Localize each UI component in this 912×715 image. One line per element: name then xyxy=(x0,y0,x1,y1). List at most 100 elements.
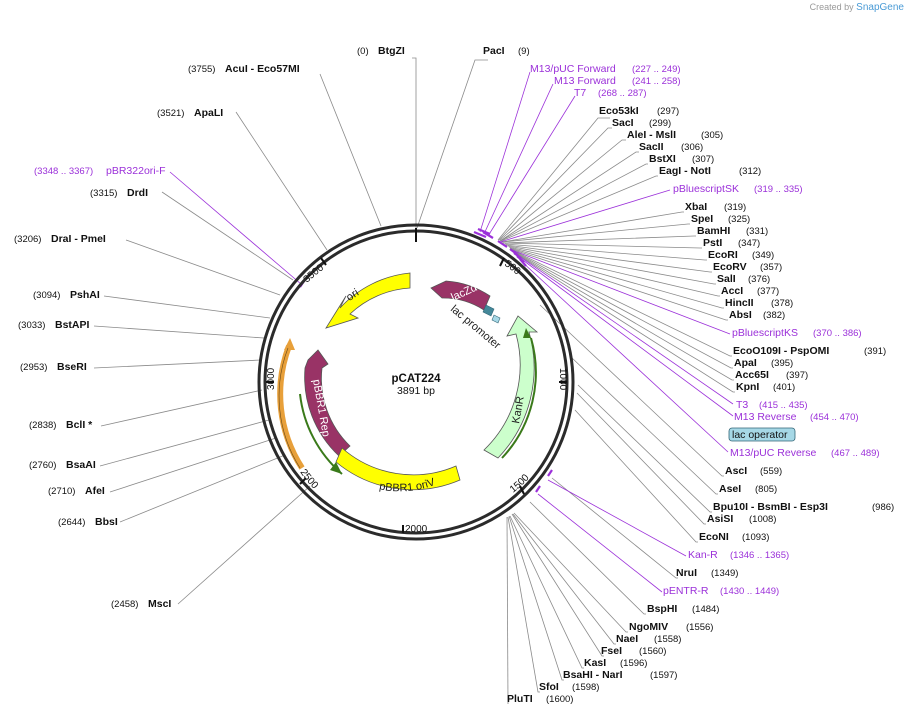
primer-pbr322ori-f: pBR322ori-F xyxy=(106,165,166,177)
tick-label-3000: 3000 xyxy=(266,367,277,390)
primer-m13puc-forward: M13/pUC Forward xyxy=(530,63,616,75)
svg-text:(401): (401) xyxy=(773,382,795,393)
site-sali: SalI xyxy=(717,273,736,285)
primer-pentr-r: pENTR-R xyxy=(663,585,709,597)
site-nrui: NruI xyxy=(676,567,697,579)
svg-text:(1430 .. 1449): (1430 .. 1449) xyxy=(720,586,779,597)
svg-text:(319 .. 335): (319 .. 335) xyxy=(754,184,803,195)
svg-text:(2953): (2953) xyxy=(20,362,47,373)
site-bamhi: BamHI xyxy=(697,225,730,237)
svg-text:(227 .. 249): (227 .. 249) xyxy=(632,64,681,75)
site-kasi: KasI xyxy=(584,657,606,669)
site-ecorv: EcoRV xyxy=(713,261,747,273)
svg-text:(1484): (1484) xyxy=(692,604,719,615)
svg-text:(312): (312) xyxy=(739,166,761,177)
site-ecoo109i-psppomi: EcoO109I - PspOMI xyxy=(733,345,829,357)
primer-pbluescriptsk: pBluescriptSK xyxy=(673,183,739,195)
site-sfoi: SfoI xyxy=(539,681,559,693)
site-afei: AfeI xyxy=(85,485,105,497)
snapgene-credit: Created by SnapGene xyxy=(810,2,904,13)
site-drdi: DrdI xyxy=(127,187,148,199)
site-apai: ApaI xyxy=(734,357,757,369)
site-bsaai: BsaAI xyxy=(66,459,96,471)
site-alei-msli: AleI - MslI xyxy=(627,129,676,141)
site-bseri: BseRI xyxy=(57,361,87,373)
feature-kanr-label: KanR xyxy=(510,395,527,424)
svg-text:(454 .. 470): (454 .. 470) xyxy=(810,412,859,423)
svg-text:(305): (305) xyxy=(701,130,723,141)
site-bcli: BclI * xyxy=(66,419,93,431)
site-bbsi: BbsI xyxy=(95,516,118,528)
svg-text:(3521): (3521) xyxy=(157,108,184,119)
svg-text:(1596): (1596) xyxy=(620,658,647,669)
svg-text:(370 .. 386): (370 .. 386) xyxy=(813,328,862,339)
svg-text:(378): (378) xyxy=(771,298,793,309)
primer-m13puc-reverse: M13/pUC Reverse xyxy=(730,447,817,459)
svg-text:(3094): (3094) xyxy=(33,290,60,301)
svg-text:(325): (325) xyxy=(728,214,750,225)
svg-text:(382): (382) xyxy=(763,310,785,321)
svg-text:(268 .. 287): (268 .. 287) xyxy=(598,88,647,99)
tick-label-2000: 2000 xyxy=(405,524,428,535)
feature-pbbr1rep-arrow xyxy=(304,349,351,457)
svg-text:(3755): (3755) xyxy=(188,64,215,75)
svg-text:(3206): (3206) xyxy=(14,234,41,245)
lac-operator-badge xyxy=(728,427,796,442)
svg-text:(297): (297) xyxy=(657,106,679,117)
feature-lacza-arrow xyxy=(430,280,491,311)
svg-text:(1600): (1600) xyxy=(546,694,573,705)
svg-text:(331): (331) xyxy=(746,226,768,237)
svg-text:(1556): (1556) xyxy=(686,622,713,633)
svg-text:(2644): (2644) xyxy=(58,517,85,528)
site-psti: PstI xyxy=(703,237,722,249)
site-saci: SacI xyxy=(612,117,634,129)
feature-kanr-arrow xyxy=(483,315,539,459)
feature-lac-operator-mark xyxy=(491,314,501,324)
primer-t3: T3 xyxy=(736,399,748,411)
site-btgzi: BtgZI xyxy=(378,45,405,57)
svg-text:(2458): (2458) xyxy=(111,599,138,610)
site-spei: SpeI xyxy=(691,213,713,225)
site-apali: ApaLI xyxy=(194,107,223,119)
site-xbai: XbaI xyxy=(685,201,707,213)
site-ecori: EcoRI xyxy=(708,249,738,261)
site-acui-eco57mi: AcuI - Eco57MI xyxy=(225,63,300,75)
svg-text:(1008): (1008) xyxy=(749,514,776,525)
svg-text:(1558): (1558) xyxy=(654,634,681,645)
left-leaders xyxy=(93,57,417,605)
svg-text:(1598): (1598) xyxy=(572,682,599,693)
feature-lac-promoter xyxy=(482,304,495,317)
svg-text:(357): (357) xyxy=(760,262,782,273)
plasmid-title: pCAT224 3891 bp xyxy=(392,373,442,397)
site-hincii: HincII xyxy=(725,297,754,309)
site-acci: AccI xyxy=(721,285,743,297)
site-asei: AseI xyxy=(719,483,741,495)
svg-text:(319): (319) xyxy=(724,202,746,213)
svg-text:(415 .. 435): (415 .. 435) xyxy=(759,400,808,411)
svg-text:(376): (376) xyxy=(748,274,770,285)
svg-text:(986): (986) xyxy=(872,502,894,513)
svg-text:(391): (391) xyxy=(864,346,886,357)
site-econi: EcoNI xyxy=(699,531,729,543)
primer-t7: T7 xyxy=(574,87,586,99)
site-eco53ki: Eco53kI xyxy=(599,105,639,117)
svg-text:(349): (349) xyxy=(752,250,774,261)
lac-operator-badge-label: lac operator xyxy=(732,429,788,441)
feature-lac-promoter-label: lac promoter xyxy=(448,303,503,352)
svg-text:(347): (347) xyxy=(738,238,760,249)
credit-prefix: Created by xyxy=(809,2,854,12)
svg-text:(559): (559) xyxy=(760,466,782,477)
svg-text:(3348 .. 3367): (3348 .. 3367) xyxy=(34,166,93,177)
site-asci: AscI xyxy=(725,465,747,477)
site-ngomiv: NgoMIV xyxy=(629,621,668,633)
restriction-sites-right: PacI (9) Eco53kI (297) SacI (299) AleI -… xyxy=(483,45,894,705)
site-bpu10i-bsmbi-esp3i: Bpu10I - BsmBI - Esp3I xyxy=(713,501,828,513)
svg-text:(805): (805) xyxy=(755,484,777,495)
svg-text:(1560): (1560) xyxy=(639,646,666,657)
site-absi: AbsI xyxy=(729,309,752,321)
svg-text:(3033): (3033) xyxy=(18,320,45,331)
site-pluti: PluTI xyxy=(507,693,533,705)
tick-label-3500: 3500 xyxy=(302,262,327,285)
svg-text:(0): (0) xyxy=(357,46,369,57)
